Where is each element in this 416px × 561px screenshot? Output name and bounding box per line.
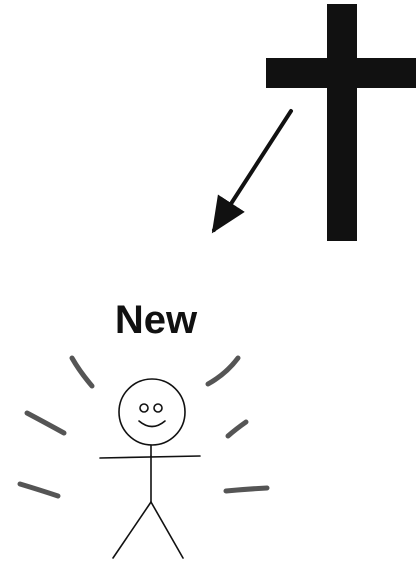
figure-head [118, 378, 186, 446]
figure-smile [138, 420, 166, 428]
figure-left-leg [112, 501, 152, 559]
radiance-line [223, 485, 270, 494]
caption-label: New [114, 298, 198, 342]
radiance-line [69, 355, 95, 389]
radiance-line [205, 355, 241, 387]
cross-vertical-beam [327, 4, 357, 241]
cross-icon [266, 4, 416, 241]
figure-left-eye [139, 403, 149, 413]
radiance-line [225, 419, 249, 439]
figure-right-leg [150, 501, 184, 559]
radiance-line [24, 410, 67, 436]
figure-arms [99, 455, 201, 459]
arrow-shaft [211, 109, 293, 234]
cross-horizontal-beam [266, 58, 416, 88]
radiance-lines [17, 355, 270, 499]
figure-right-eye [153, 403, 163, 413]
radiance-line [17, 481, 61, 499]
arrow-icon [211, 109, 293, 234]
stick-figure [99, 378, 201, 559]
